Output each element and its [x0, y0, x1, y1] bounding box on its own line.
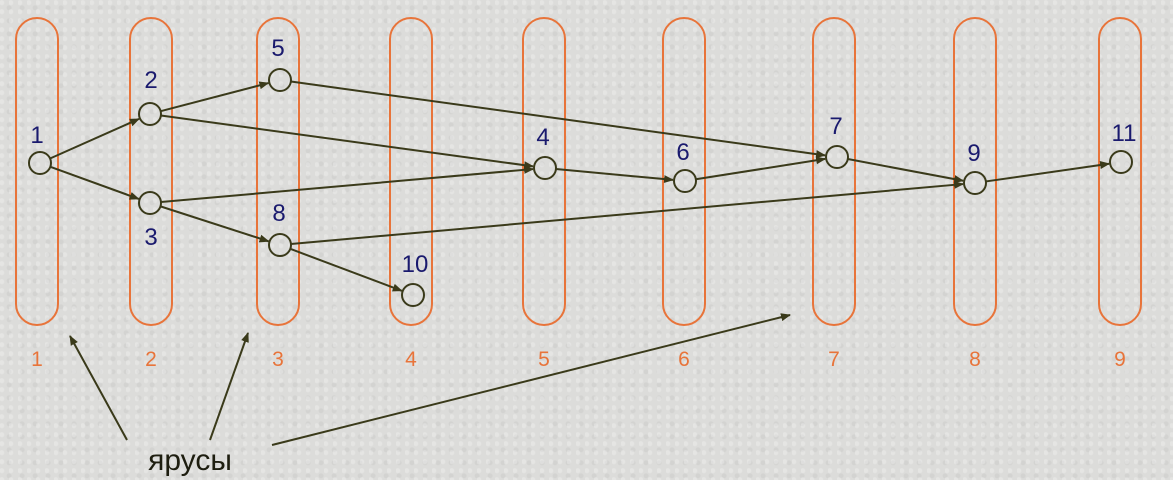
edge-8-to-10 — [289, 247, 403, 292]
node-label-8: 8 — [272, 200, 285, 227]
tier-number-9: 9 — [1114, 348, 1126, 371]
tier-number-1: 1 — [31, 348, 43, 371]
node-10 — [401, 283, 425, 307]
node-label-9: 9 — [967, 140, 980, 167]
node-9 — [963, 171, 987, 195]
tier-column-4 — [389, 17, 433, 326]
edge-2-to-4 — [160, 114, 535, 170]
caption-pointer-tier-7 — [271, 313, 791, 446]
edge-2-to-5 — [160, 81, 270, 113]
edge-5-to-7 — [290, 80, 827, 159]
node-label-2: 2 — [144, 67, 157, 94]
tier-number-7: 7 — [828, 348, 840, 371]
tier-number-8: 8 — [969, 348, 981, 371]
tier-column-5 — [522, 17, 566, 326]
node-6 — [673, 169, 697, 193]
node-2 — [138, 102, 162, 126]
tier-number-6: 6 — [678, 348, 690, 371]
edge-4-to-6 — [555, 168, 675, 184]
tier-number-3: 3 — [272, 348, 284, 371]
tier-number-4: 4 — [405, 348, 417, 371]
node-label-10: 10 — [402, 251, 429, 278]
node-label-11: 11 — [1112, 120, 1137, 147]
tier-column-9 — [1098, 17, 1142, 326]
node-5 — [268, 68, 292, 92]
node-label-7: 7 — [829, 113, 842, 140]
node-label-6: 6 — [676, 139, 689, 166]
node-1 — [28, 151, 52, 175]
caption-pointer-tier-1 — [69, 335, 128, 441]
node-label-1: 1 — [30, 122, 43, 149]
node-3 — [138, 191, 162, 215]
tier-column-2 — [129, 17, 173, 326]
tier-column-3 — [256, 17, 300, 326]
node-11 — [1109, 150, 1133, 174]
tier-number-2: 2 — [145, 348, 157, 371]
caption-tiers: ярусы — [148, 444, 232, 477]
edge-3-to-8 — [160, 205, 270, 243]
edge-1-to-2 — [49, 117, 140, 160]
node-label-3: 3 — [144, 224, 157, 251]
tier-column-7 — [812, 17, 856, 326]
caption-pointer-tier-3 — [209, 332, 249, 441]
node-4 — [533, 156, 557, 180]
edge-7-to-9 — [847, 158, 965, 184]
tier-column-8 — [953, 17, 997, 326]
edge-8-to-9 — [290, 180, 965, 246]
tier-column-6 — [662, 17, 706, 326]
edge-9-to-11 — [985, 161, 1111, 183]
node-7 — [825, 145, 849, 169]
edge-1-to-3 — [49, 165, 140, 200]
edge-6-to-7 — [695, 156, 827, 181]
node-8 — [268, 233, 292, 257]
node-label-4: 4 — [536, 124, 549, 151]
tier-column-1 — [15, 17, 59, 326]
node-label-5: 5 — [271, 35, 284, 62]
edge-3-to-4 — [160, 165, 535, 204]
tier-number-5: 5 — [538, 348, 550, 371]
